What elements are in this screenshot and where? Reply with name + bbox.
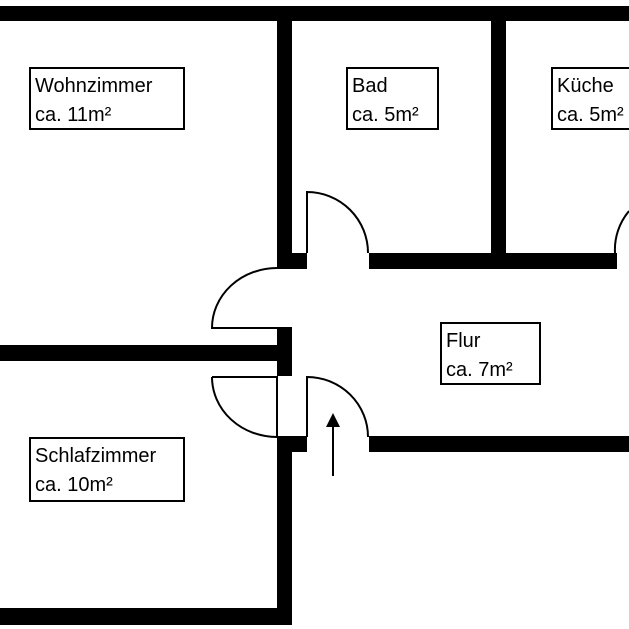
arrow-up-icon [326, 413, 340, 476]
label-kueche: Küche ca. 5m² [551, 67, 629, 130]
room-name-flur: Flur [446, 330, 481, 352]
bad-door-swing [306, 190, 369, 254]
label-bad: Bad ca. 5m² [346, 67, 439, 130]
room-area-schlafzimmer: ca. 10m² [35, 474, 113, 496]
label-flur: Flur ca. 7m² [440, 322, 541, 385]
wohnzimmer-schlafzimmer-wall [0, 345, 292, 361]
label-wohnzimmer: Wohnzimmer ca. 11m² [29, 67, 185, 130]
room-area-kueche: ca. 5m² [557, 104, 624, 126]
room-name-bad: Bad [352, 75, 388, 97]
bottom-wall [0, 608, 292, 625]
doors [210, 190, 629, 439]
schlafzimmer-right-wall [277, 436, 292, 625]
room-area-flur: ca. 7m² [446, 359, 513, 381]
walls [0, 6, 629, 625]
flur-wall-top-left-stub [277, 253, 307, 269]
label-schlafzimmer: Schlafzimmer ca. 10m² [29, 437, 185, 502]
wohnzimmer-door-swing [210, 267, 278, 329]
flur-wall-bottom [369, 436, 629, 452]
room-name-wohnzimmer: Wohnzimmer [35, 75, 153, 97]
room-name-kueche: Küche [557, 75, 614, 97]
room-area-bad: ca. 5m² [352, 104, 419, 126]
bad-kueche-wall [491, 6, 506, 269]
flur-wall-top [369, 253, 617, 269]
entrance-door-swing [306, 375, 369, 438]
schlafzimmer-door-swing [211, 376, 278, 439]
room-name-schlafzimmer: Schlafzimmer [35, 445, 157, 467]
top-outer-wall [0, 6, 629, 21]
room-area-wohnzimmer: ca. 11m² [35, 104, 112, 126]
kueche-door-swing [613, 210, 629, 254]
wohnzimmer-bad-wall-upper [277, 6, 292, 269]
